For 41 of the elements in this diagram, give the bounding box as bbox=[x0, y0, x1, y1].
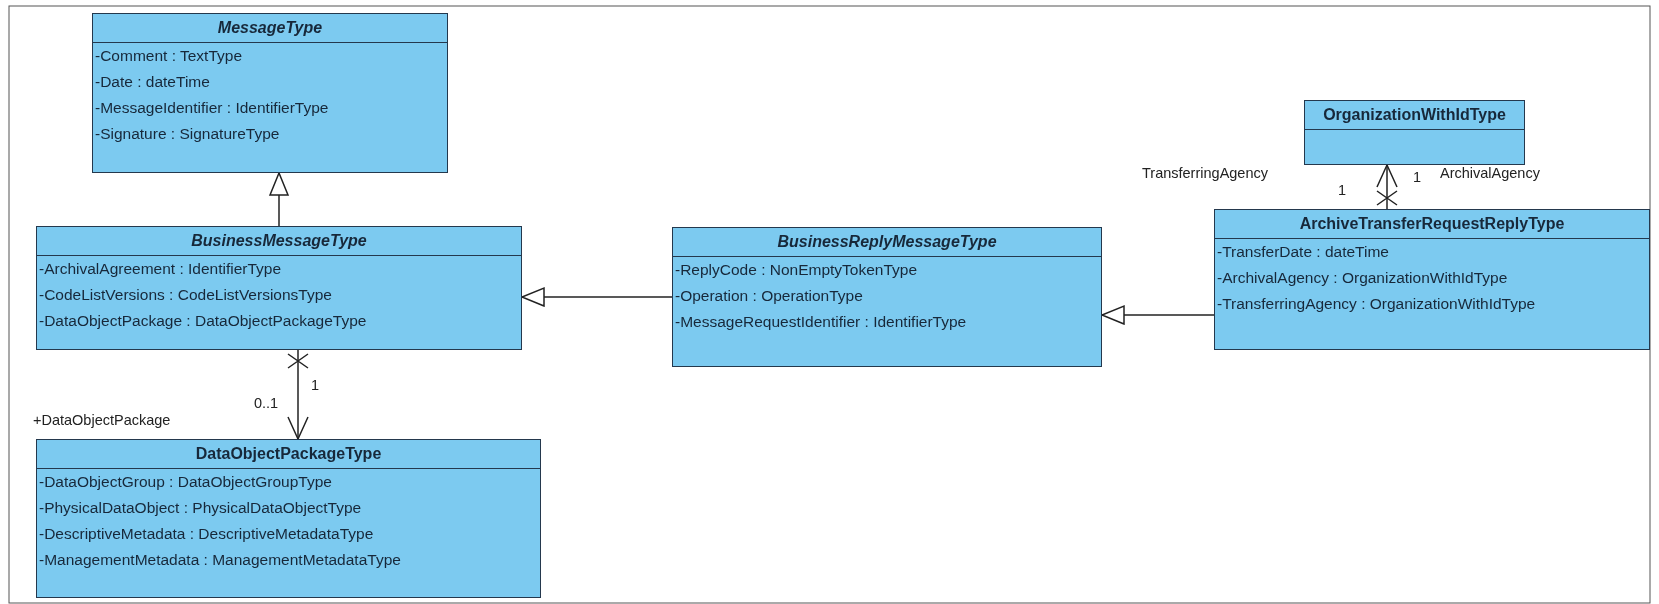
class-box bbox=[1304, 100, 1525, 165]
attribute-text: -TransferDate : dateTime bbox=[1216, 242, 1390, 262]
attribute-text: -ArchivalAgency : OrganizationWithIdType bbox=[1216, 268, 1509, 288]
role-name: TransferringAgency bbox=[1142, 164, 1268, 182]
class-box bbox=[672, 227, 1102, 367]
class-name: BusinessMessageType bbox=[37, 227, 521, 256]
attribute-text: -ReplyCode : NonEmptyTokenType bbox=[674, 260, 919, 280]
class-box bbox=[36, 226, 522, 350]
role-name: +DataObjectPackage bbox=[33, 411, 171, 429]
attribute-text: -Comment : TextType bbox=[94, 46, 243, 66]
attribute-text: -PhysicalDataObject : PhysicalDataObjectType bbox=[38, 498, 363, 518]
association-arrow bbox=[1376, 164, 1398, 210]
attribute-text: -DataObjectPackage : DataObjectPackageType bbox=[38, 311, 368, 331]
class-name: OrganizationWithIdType bbox=[1305, 101, 1524, 130]
role-name: ArchivalAgency bbox=[1440, 164, 1540, 182]
attribute-text: -DescriptiveMetadata : DescriptiveMetadataType bbox=[38, 524, 375, 544]
attribute-text: -TransferringAgency : OrganizationWithIdType bbox=[1216, 294, 1537, 314]
generalization-arrow bbox=[1101, 305, 1215, 325]
attribute-text: -MessageIdentifier : IdentifierType bbox=[94, 98, 330, 118]
generalization-arrow bbox=[521, 287, 673, 307]
attribute-text: -Operation : OperationType bbox=[674, 286, 864, 306]
attribute-text: -ArchivalAgreement : IdentifierType bbox=[38, 259, 283, 279]
class-box bbox=[36, 439, 541, 598]
class-name: BusinessReplyMessageType bbox=[673, 228, 1101, 257]
attribute-text: -CodeListVersions : CodeListVersionsType bbox=[38, 285, 333, 305]
multiplicity-label: 1 bbox=[1338, 181, 1347, 199]
generalization-arrow bbox=[269, 172, 289, 227]
class-name: DataObjectPackageType bbox=[37, 440, 540, 469]
class-name: MessageType bbox=[93, 14, 447, 43]
attribute-text: -ManagementMetadata : ManagementMetadataType bbox=[38, 550, 402, 570]
attribute-text: -Signature : SignatureType bbox=[94, 124, 281, 144]
attribute-text: -DataObjectGroup : DataObjectGroupType bbox=[38, 472, 333, 492]
class-box bbox=[1214, 209, 1650, 350]
class-name: ArchiveTransferRequestReplyType bbox=[1215, 210, 1649, 239]
attribute-text: -Date : dateTime bbox=[94, 72, 211, 92]
multiplicity-label: 1 bbox=[311, 376, 320, 394]
multiplicity-label: 1 bbox=[1413, 168, 1422, 186]
class-box bbox=[92, 13, 448, 173]
attribute-text: -MessageRequestIdentifier : IdentifierType bbox=[674, 312, 968, 332]
association-arrow bbox=[287, 349, 309, 440]
multiplicity-label: 0..1 bbox=[254, 394, 279, 412]
